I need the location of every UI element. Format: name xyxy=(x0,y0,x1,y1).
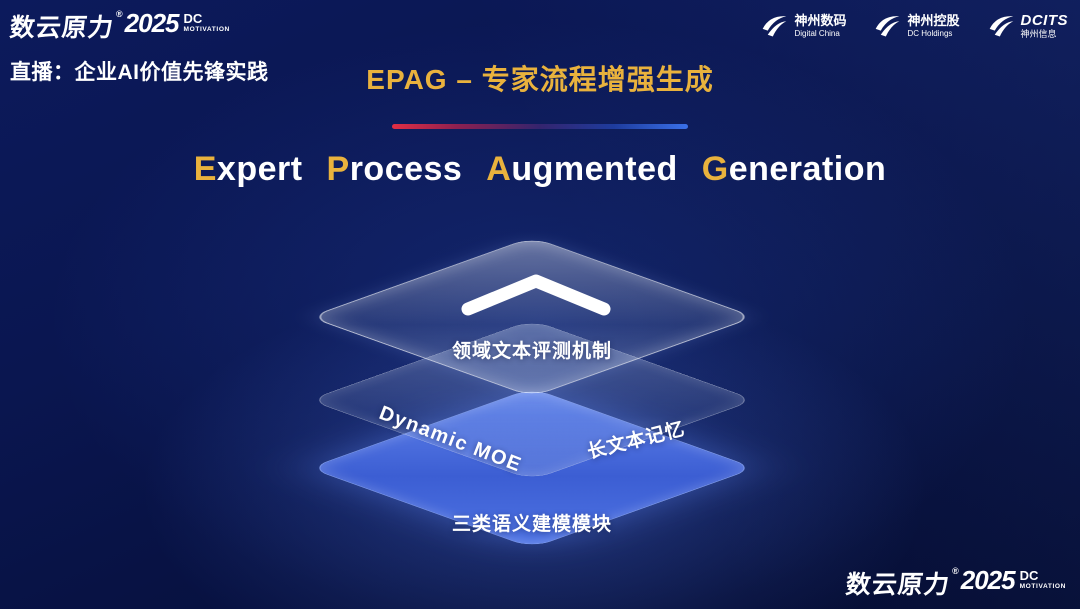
subtitle-word: Augmented xyxy=(486,150,678,188)
partner-dc-holdings: 神州控股 DC Holdings xyxy=(874,12,960,39)
swoosh-icon xyxy=(763,16,787,37)
subtitle-rest: ugmented xyxy=(511,150,678,188)
partner-text: DCITS 神州信息 xyxy=(1021,12,1069,40)
subtitle-rest: eneration xyxy=(728,150,887,188)
label-semantic-modeling-modules: 三类语义建模模块 xyxy=(451,514,612,535)
brand-tagline: DC MOTIVATION xyxy=(184,12,230,33)
partner-name: 神州控股 xyxy=(907,12,960,28)
brand-logo-top-left: 数云原力 ® 2025 DC MOTIVATION xyxy=(8,8,230,44)
brand-dc: DC xyxy=(1019,568,1039,583)
partner-logos: 神州数码 Digital China 神州控股 DC Holdings DCIT… xyxy=(761,12,1068,40)
live-stream-label: 直播：企业AI价值先锋实践 xyxy=(10,61,269,84)
partner-subtitle: 神州信息 xyxy=(1020,29,1057,40)
gradient-divider xyxy=(392,124,688,129)
brand-motivation: MOTIVATION xyxy=(183,25,230,33)
partner-text: 神州控股 DC Holdings xyxy=(907,12,960,38)
brand-logo-bottom-right: 数云原力 ® 2025 DC MOTIVATION xyxy=(844,565,1066,601)
swoosh-icon xyxy=(989,16,1013,37)
subtitle-word: Process xyxy=(327,150,463,188)
chevron-up-icon xyxy=(461,274,611,316)
page-title: EPAG – 专家流程增强生成 xyxy=(366,64,714,95)
partner-subtitle: DC Holdings xyxy=(907,28,953,38)
subtitle-initial: G xyxy=(701,150,729,188)
subtitle-initial: P xyxy=(326,150,350,188)
subtitle-word: Expert xyxy=(194,150,303,188)
partner-digital-china: 神州数码 Digital China xyxy=(761,12,846,39)
subtitle-initial: A xyxy=(486,150,512,188)
partner-name: DCITS xyxy=(1020,12,1068,29)
brand-dc: DC xyxy=(183,11,203,26)
brand-year: 2025 xyxy=(960,565,1016,595)
subtitle-rest: rocess xyxy=(349,150,463,188)
subtitle-initial: E xyxy=(193,150,217,188)
brand-motivation: MOTIVATION xyxy=(1019,582,1066,590)
subtitle: Expert Process Augmented Generation xyxy=(0,150,1080,189)
partner-subtitle: Digital China xyxy=(794,28,840,38)
subtitle-rest: xpert xyxy=(216,150,303,188)
brand-name: 数云原力 xyxy=(8,14,116,42)
swoosh-icon xyxy=(876,16,900,37)
brand-name: 数云原力 xyxy=(844,571,952,599)
label-domain-text-evaluation: 领域文本评测机制 xyxy=(451,341,612,362)
brand-tagline: DC MOTIVATION xyxy=(1020,569,1066,590)
partner-name: 神州数码 xyxy=(794,12,847,28)
registered-mark: ® xyxy=(116,9,123,19)
layer-top-evaluation xyxy=(308,236,756,398)
partner-text: 神州数码 Digital China xyxy=(794,12,847,38)
subtitle-word: Generation xyxy=(702,150,887,188)
registered-mark: ® xyxy=(952,566,959,576)
partner-dcits: DCITS 神州信息 xyxy=(988,12,1069,40)
brand-year: 2025 xyxy=(124,8,180,38)
